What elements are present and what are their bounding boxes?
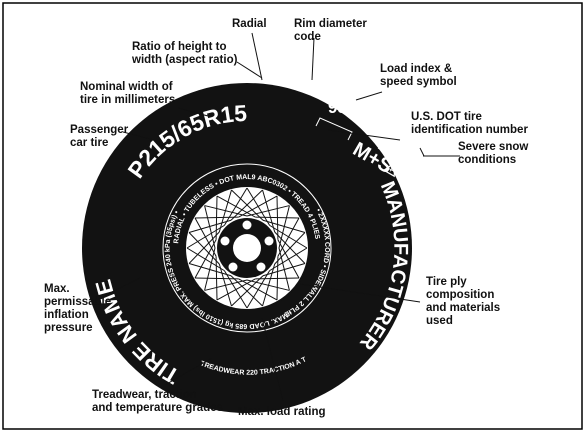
callout-radial: Radial xyxy=(232,18,267,30)
callout-ply-3: and materials xyxy=(426,302,500,314)
callout-passenger-1: Passenger xyxy=(70,124,129,136)
callout-ply-2: composition xyxy=(426,289,494,301)
load-speed-text: 95H xyxy=(328,98,359,117)
callout-rim-2: code xyxy=(294,31,321,43)
callout-max-4: pressure xyxy=(44,322,93,334)
callout-snow-2: conditions xyxy=(458,154,516,166)
callout-tread-1: Treadwear, traction xyxy=(92,389,197,401)
callout-dot-2: identification number xyxy=(411,124,528,136)
hub-bore xyxy=(233,234,261,262)
lug-hole xyxy=(265,237,274,246)
callout-max-3: inflation xyxy=(44,309,89,321)
lug-hole xyxy=(221,237,230,246)
callout-tread-2: and temperature grades xyxy=(92,402,223,414)
callout-width-1: Nominal width of xyxy=(80,81,173,93)
callout-ratio-1: Ratio of height to xyxy=(132,41,227,53)
callout-max-2: permissable xyxy=(44,296,111,308)
lug-hole xyxy=(229,263,238,272)
callout-snow-1: Severe snow xyxy=(458,141,528,153)
callout-max-load: Max. load rating xyxy=(238,406,326,418)
callout-rim-1: Rim diameter xyxy=(294,18,367,30)
callout-dot-1: U.S. DOT tire xyxy=(411,111,482,123)
callout-ratio-2: width (aspect ratio) xyxy=(131,54,238,66)
lug-hole xyxy=(243,221,252,230)
callout-width-2: tire in millimeters xyxy=(80,94,175,106)
callout-ply-4: used xyxy=(426,315,453,327)
callout-max-1: Max. xyxy=(44,283,70,295)
callout-load-1: Load index & xyxy=(380,63,452,75)
lug-hole xyxy=(257,263,266,272)
callout-passenger-2: car tire xyxy=(70,137,108,149)
callout-load-2: speed symbol xyxy=(380,76,457,88)
callout-ply-1: Tire ply xyxy=(426,276,467,288)
